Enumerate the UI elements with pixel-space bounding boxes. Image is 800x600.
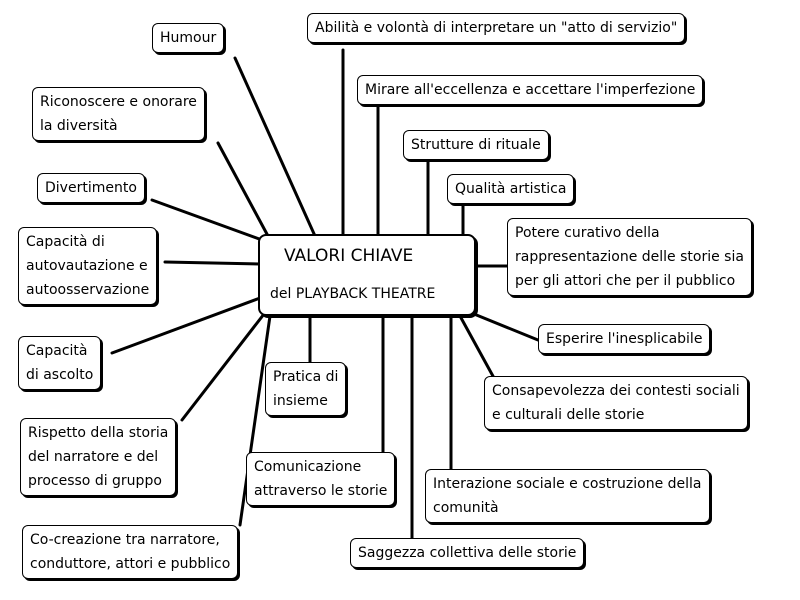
node-text: Qualità artistica — [455, 181, 567, 197]
node-text: Consapevolezza dei contesti sociali — [492, 383, 740, 399]
node-cocreazione: Co-creazione tra narratore, conduttore, … — [22, 525, 239, 579]
connector-humour — [233, 56, 317, 238]
central-subtitle: del PLAYBACK THEATRE — [270, 286, 436, 302]
node-text: insieme — [273, 393, 328, 409]
node-text: conduttore, attori e pubblico — [30, 556, 231, 572]
connector-divertimento — [150, 198, 264, 242]
node-inesplicabile: Esperire l'inesplicabile — [538, 324, 711, 354]
connector-diversita — [216, 141, 270, 238]
node-text: Riconoscere e onorare — [40, 94, 197, 110]
node-rituale: Strutture di rituale — [403, 130, 549, 160]
connector-cocreazione — [238, 314, 272, 527]
node-text: rappresentazione delle storie sia — [515, 249, 744, 265]
node-text: Capacità di — [26, 234, 105, 250]
node-curativo: Potere curativo della rappresentazione d… — [507, 218, 752, 296]
node-humour: Humour — [152, 23, 225, 53]
node-saggezza: Saggezza collettiva delle storie — [350, 538, 585, 568]
node-text: Esperire l'inesplicabile — [546, 331, 703, 347]
node-eccellenza: Mirare all'eccellenza e accettare l'impe… — [357, 75, 704, 105]
node-text: autoosservazione — [26, 282, 150, 298]
node-text: e culturali delle storie — [492, 407, 645, 423]
node-contesti: Consapevolezza dei contesti sociali e cu… — [484, 376, 748, 430]
node-text: del narratore e del — [28, 449, 159, 465]
node-text: Co-creazione tra narratore, — [30, 532, 220, 548]
connector-contesti — [458, 314, 496, 380]
node-divertimento: Divertimento — [37, 173, 145, 203]
node-rispetto: Rispetto della storia del narratore e de… — [20, 418, 177, 496]
node-text: la diversità — [40, 118, 118, 134]
node-text: Interazione sociale e costruzione della — [433, 476, 702, 492]
central-concept: VALORI CHIAVE del PLAYBACK THEATRE — [258, 234, 476, 316]
node-text: Divertimento — [45, 180, 137, 196]
node-text: Pratica di — [273, 369, 339, 385]
node-autovalutazione: Capacità di autovautazione e autoosserva… — [18, 227, 158, 305]
node-text: Saggezza collettiva delle storie — [358, 545, 577, 561]
node-text: autovautazione e — [26, 258, 148, 274]
node-text: di ascolto — [26, 367, 94, 383]
node-text: Capacità — [26, 343, 88, 359]
node-text: Strutture di rituale — [411, 137, 541, 153]
connector-autovalutazione — [163, 260, 262, 266]
node-insieme: Pratica di insieme — [265, 362, 347, 416]
node-qualita: Qualità artistica — [447, 174, 575, 204]
node-text: Humour — [160, 30, 217, 46]
node-servizio: Abilità e volontà di interpretare un "at… — [307, 13, 686, 43]
node-diversita: Riconoscere e onorare la diversità — [32, 87, 205, 141]
node-ascolto: Capacità di ascolto — [18, 336, 102, 390]
node-text: processo di gruppo — [28, 473, 162, 489]
node-comunicazione: Comunicazione attraverso le storie — [246, 452, 396, 506]
node-text: attraverso le storie — [254, 483, 388, 499]
connector-rispetto — [180, 312, 266, 422]
connector-ascolto — [110, 296, 262, 355]
node-text: Comunicazione — [254, 459, 362, 475]
node-text: Potere curativo della — [515, 225, 660, 241]
node-text: per gli attori che per il pubblico — [515, 273, 736, 289]
node-text: comunità — [433, 500, 499, 516]
node-text: Mirare all'eccellenza e accettare l'impe… — [365, 82, 696, 98]
central-title: VALORI CHIAVE — [284, 246, 414, 266]
connector-inesplicabile — [472, 312, 540, 342]
node-interazione: Interazione sociale e costruzione della … — [425, 469, 710, 523]
node-text: Abilità e volontà di interpretare un "at… — [315, 20, 678, 36]
node-text: Rispetto della storia — [28, 425, 169, 441]
